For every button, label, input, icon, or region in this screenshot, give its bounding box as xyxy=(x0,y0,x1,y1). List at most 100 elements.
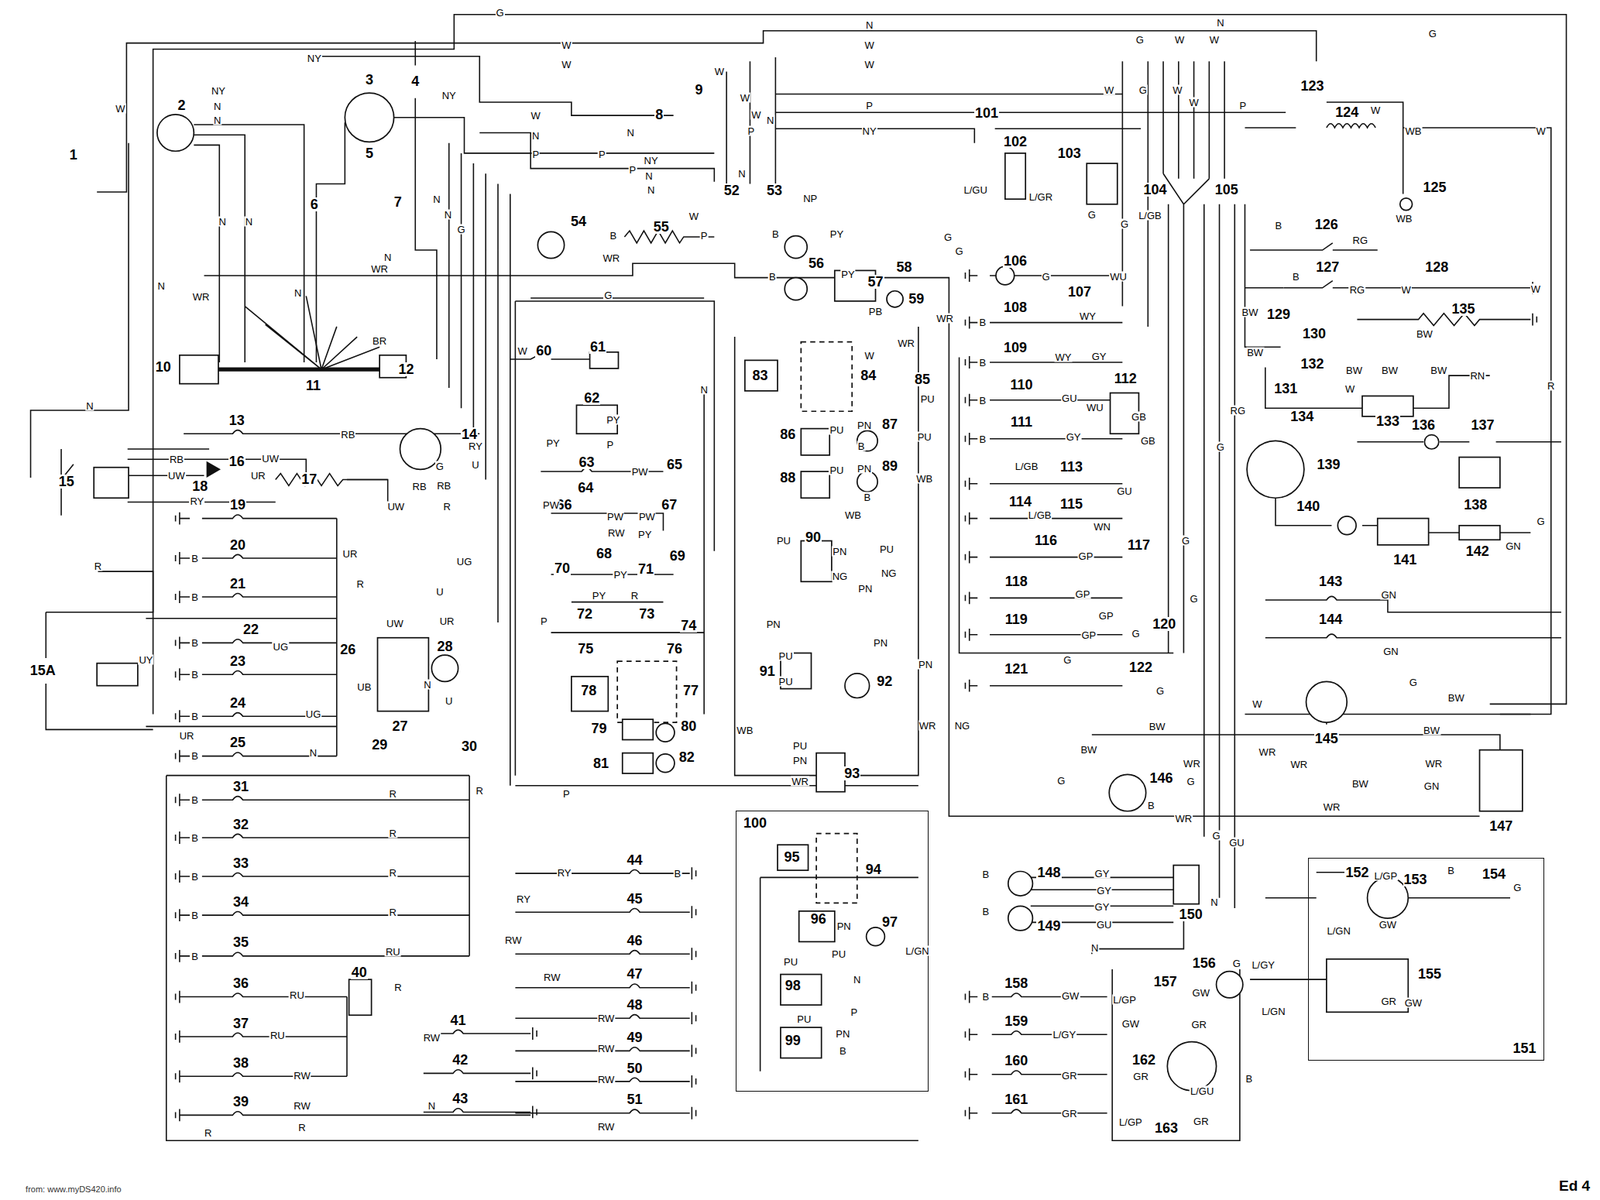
wire-colour-code: RW xyxy=(292,1101,311,1112)
wire-colour-code: WU xyxy=(1085,401,1105,413)
callout-number: 40 xyxy=(350,965,368,980)
switch-box xyxy=(622,719,654,740)
wire-colour-code: N xyxy=(626,127,636,138)
wire-colour-code: GW xyxy=(1060,990,1080,1001)
component-box xyxy=(1459,457,1501,489)
callout-number: 76 xyxy=(666,642,684,656)
callout-number: 9 xyxy=(694,82,704,97)
wire-colour-code: PU xyxy=(878,543,895,554)
callout-number: 89 xyxy=(881,459,899,474)
wire-colour-code: PW xyxy=(638,511,656,522)
wire-colour-code: R xyxy=(203,1127,213,1138)
switch-box xyxy=(377,638,430,712)
wire-colour-code: PN xyxy=(872,638,889,649)
relay-outline xyxy=(800,342,852,413)
callout-number: 113 xyxy=(1059,460,1084,474)
wire-colour-code: NP xyxy=(802,192,818,203)
callout-number: 60 xyxy=(535,343,553,358)
wire-colour-code: G xyxy=(1428,28,1438,39)
wire-colour-code: L/GB xyxy=(1137,210,1163,221)
callout-number: 94 xyxy=(865,862,883,877)
wire-colour-code: W xyxy=(516,346,528,357)
wire-colour-code: GW xyxy=(1404,998,1423,1009)
wire-colour-code: BR xyxy=(371,336,388,347)
callout-number: 75 xyxy=(576,642,594,656)
lamp-symbol xyxy=(1337,516,1357,536)
callout-number: 134 xyxy=(1289,409,1315,424)
wire-colour-code: L/GB xyxy=(1014,461,1040,472)
wire-colour-code: RG xyxy=(1352,234,1370,245)
wire-colour-code: P xyxy=(628,164,638,175)
callout-number: 133 xyxy=(1375,414,1401,429)
wire-colour-code: RY xyxy=(556,867,573,878)
callout-number: 37 xyxy=(232,1016,250,1031)
component-box xyxy=(745,360,778,392)
component-symbol xyxy=(1367,877,1409,919)
wire-colour-code: GU xyxy=(1228,837,1246,849)
wire-colour-code: RW xyxy=(504,934,522,945)
wire-colour-code: GU xyxy=(1095,919,1113,930)
wire-colour-code: B xyxy=(978,317,988,328)
callout-number: 163 xyxy=(1153,1121,1179,1136)
wire-colour-code: B xyxy=(978,433,988,444)
callout-number: 42 xyxy=(451,1053,469,1068)
callout-number: 17 xyxy=(300,472,318,487)
callout-number: 21 xyxy=(229,576,247,591)
wire-colour-code: B xyxy=(1146,800,1156,811)
wire-colour-code: RW xyxy=(607,527,625,538)
wire-colour-code: NY xyxy=(210,85,227,97)
wire-colour-code: L/GR xyxy=(1028,192,1054,203)
wire-colour-code: PU xyxy=(828,424,845,435)
callout-number: 120 xyxy=(1151,617,1177,632)
wire-colour-code: GY xyxy=(1091,350,1108,361)
wire-colour-code: W xyxy=(1208,34,1220,45)
callout-number: 6 xyxy=(309,197,320,212)
callout-number: 135 xyxy=(1450,302,1476,316)
wire-colour-code: L/GB xyxy=(1027,510,1053,521)
wire-colour-code: G xyxy=(1512,882,1522,893)
wire-colour-code: G xyxy=(1155,686,1165,697)
lamp-symbol xyxy=(1424,435,1439,450)
component-symbol xyxy=(1109,774,1146,811)
wire-colour-code: R xyxy=(388,828,398,839)
callout-number: 107 xyxy=(1067,284,1092,299)
callout-number: 109 xyxy=(1002,340,1028,355)
callout-number: 105 xyxy=(1214,182,1240,197)
component-symbol xyxy=(344,92,394,142)
wire-colour-code: WB xyxy=(1404,125,1422,136)
callout-number: 91 xyxy=(758,664,776,679)
callout-number: 56 xyxy=(807,256,825,271)
callout-number: 23 xyxy=(229,654,247,669)
wire-colour-code: WB xyxy=(1395,212,1414,224)
wire-colour-code: W xyxy=(1174,34,1185,45)
wire-colour-code: G xyxy=(1232,957,1242,969)
callout-number: 104 xyxy=(1142,182,1168,197)
wire-colour-code: P xyxy=(597,148,607,159)
fuse-rows-right xyxy=(423,269,1123,1120)
callout-number: 49 xyxy=(626,1030,644,1045)
callout-number: 51 xyxy=(626,1092,644,1107)
callout-number: 146 xyxy=(1148,771,1174,786)
wire-colour-code: PN xyxy=(856,420,873,431)
wire-colour-code: B xyxy=(190,951,200,962)
callout-number: 140 xyxy=(1295,499,1321,514)
callout-number: 19 xyxy=(229,497,247,512)
wire-colour-code: G xyxy=(1215,442,1226,453)
wire-colour-code: GP xyxy=(1078,551,1095,562)
wire-colour-code: GN xyxy=(1423,780,1441,791)
wire-colour-code: RW xyxy=(597,1074,615,1085)
wire-colour-code: BW xyxy=(1079,745,1098,756)
callout-number: 139 xyxy=(1315,457,1341,472)
wire-colour-code: R xyxy=(388,906,398,917)
callout-number: 150 xyxy=(1178,907,1204,922)
lamp-symbol xyxy=(1008,906,1034,931)
wire-colour-code: UG xyxy=(456,556,474,567)
wire-colour-code: RB xyxy=(412,481,428,492)
callout-number: 26 xyxy=(339,642,357,657)
wire-colour-code: RW xyxy=(292,1070,311,1081)
wire-colour-code: PW xyxy=(542,500,560,511)
wire-colour-code: GN xyxy=(1504,540,1522,551)
wire-colour-code: PB xyxy=(868,305,883,316)
component-symbol xyxy=(1306,681,1348,723)
wire-colour-code: B xyxy=(190,710,200,722)
